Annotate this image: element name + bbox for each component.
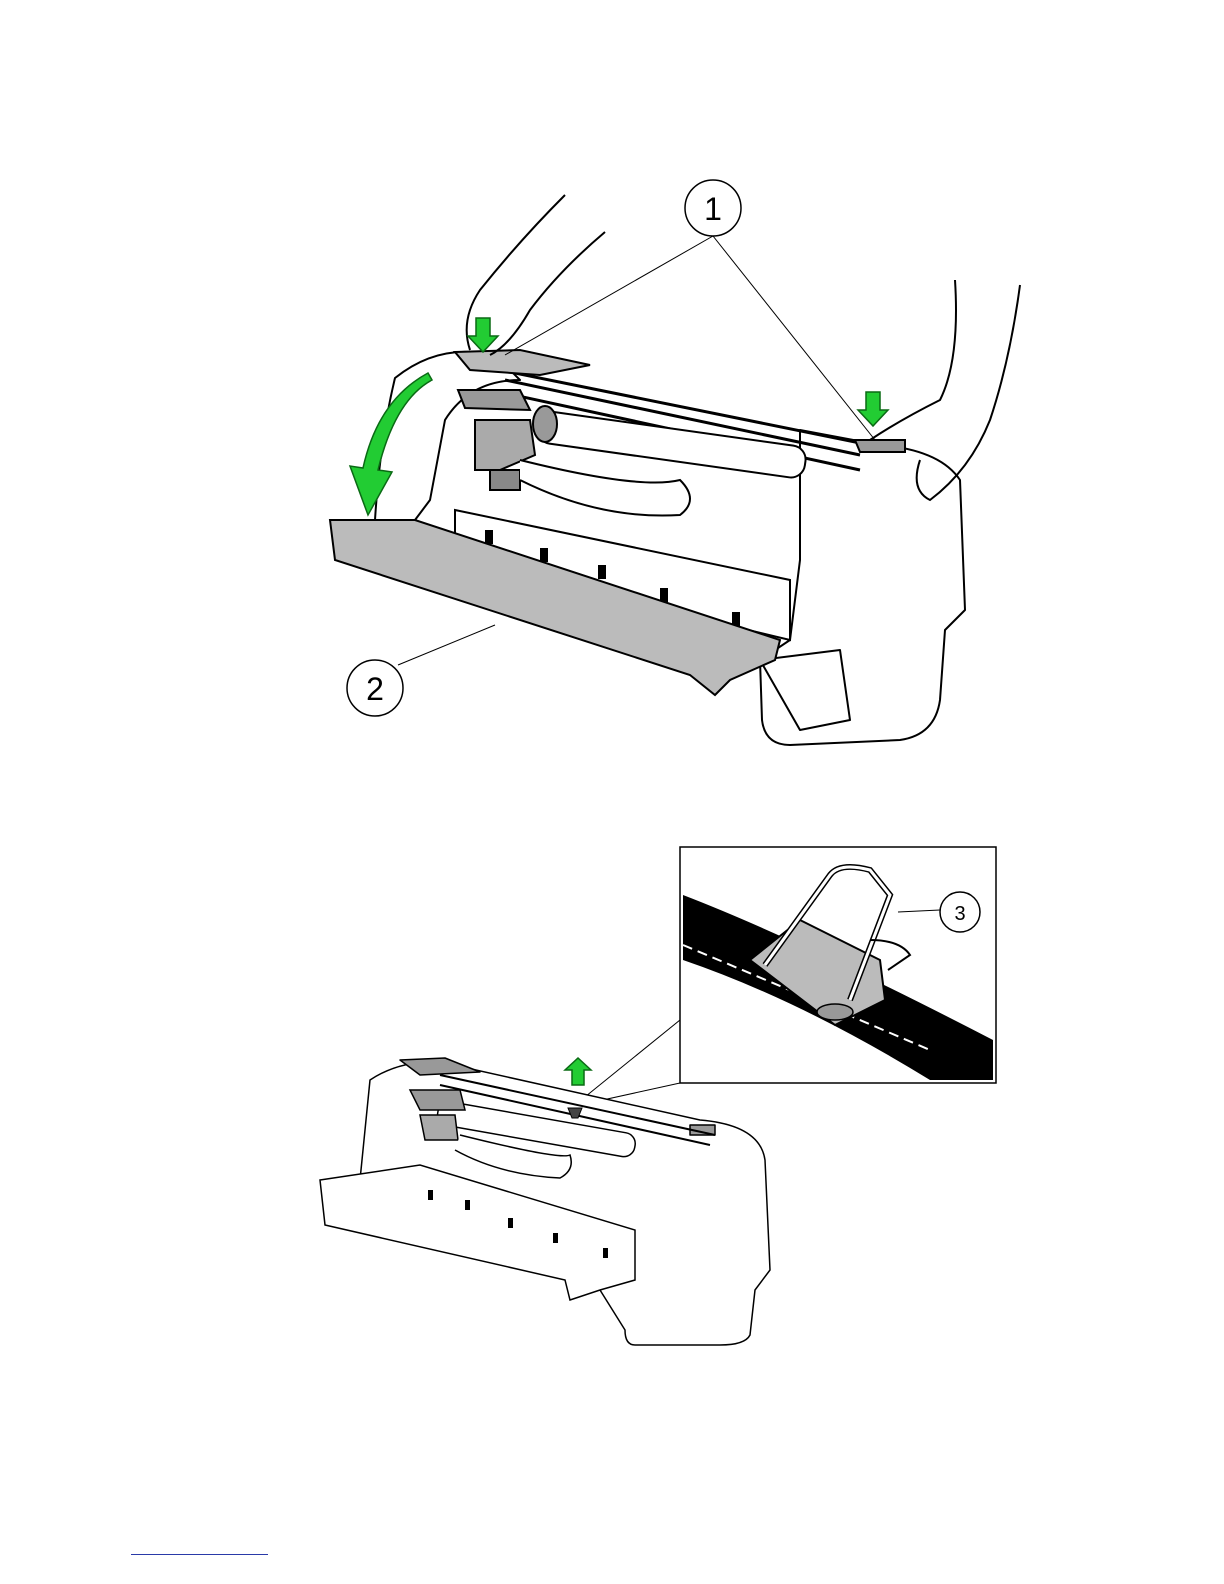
up-arrow-icon	[565, 1058, 591, 1085]
right-latch	[855, 440, 905, 452]
callout-2-label: 2	[366, 671, 384, 707]
callout-3-label: 3	[954, 903, 965, 925]
printer-illustration-bottom: 3	[0, 800, 1224, 1400]
callout-1-label: 1	[704, 191, 722, 227]
detail-inset: 3	[680, 847, 996, 1083]
figure-open-cover: 1 2	[0, 0, 1224, 800]
footer-rule	[131, 1554, 268, 1555]
printer-illustration-top: 1 2	[0, 0, 1224, 800]
callout-3: 3	[940, 892, 980, 932]
callout-2: 2	[347, 660, 403, 716]
down-arrow-icon	[858, 392, 888, 426]
figure-binder-clip: 3	[0, 800, 1224, 1400]
left-latch	[455, 350, 590, 375]
down-arrow-icon	[468, 318, 498, 352]
callout-1: 1	[685, 180, 741, 236]
